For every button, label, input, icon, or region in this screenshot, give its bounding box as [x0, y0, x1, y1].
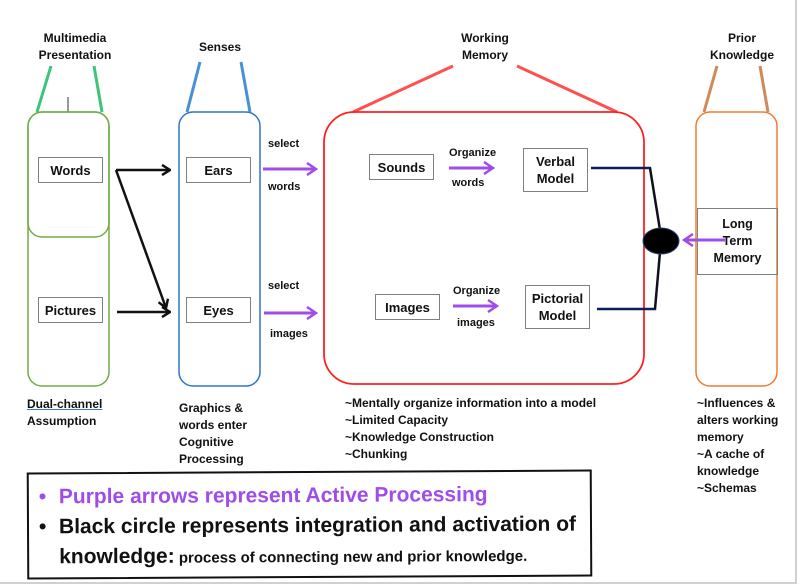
note-line: ~Influences & [697, 396, 776, 410]
note-line: ~Mentally organize information into a mo… [345, 396, 597, 410]
ears-box: Ears [186, 157, 251, 183]
senses-box [178, 111, 261, 387]
header-line: Prior [727, 31, 756, 45]
legend-item-active-processing: • Purple arrows represent Active Process… [39, 480, 590, 513]
box-line: Pictorial [531, 291, 584, 306]
wm-tent-left [352, 64, 454, 114]
note-senses: Graphics & words enter Cognitive Process… [179, 400, 247, 468]
header-line: Memory [461, 48, 508, 62]
note-line: ~Schemas [697, 481, 757, 495]
bullet-icon: • [38, 485, 47, 509]
senses-container [178, 61, 261, 387]
label-organize-words-top: Organize [449, 147, 497, 159]
words-box: Words [38, 157, 103, 183]
note-line: ~A cache of [697, 447, 765, 461]
wm-box [323, 111, 645, 385]
note-line: ~Chunking [345, 447, 408, 461]
arrow-words-to-eyes [114, 169, 166, 308]
sounds-box: Sounds [369, 154, 434, 180]
pictorial-model-connector [597, 251, 662, 311]
images-box: Images [375, 294, 440, 320]
black-arrows [114, 169, 170, 312]
header-prior-knowledge: Prior Knowledge [702, 30, 782, 64]
note-line: Assumption [27, 414, 97, 428]
label-select-images-bottom: images [270, 328, 308, 340]
legend-text: Purple arrows represent Active Processin… [58, 483, 488, 509]
note-working-memory: ~Mentally organize information into a mo… [345, 395, 596, 463]
senses-tent-right [239, 61, 252, 113]
working-memory-container [323, 64, 645, 385]
header-line: Knowledge [709, 48, 774, 62]
legend-box: • Purple arrows represent Active Process… [26, 469, 593, 580]
box-line: Verbal [535, 154, 576, 169]
header-senses: Senses [198, 40, 242, 54]
header-line: Working [461, 31, 509, 45]
presentation-tent-left [35, 65, 53, 113]
eyes-box: Eyes [186, 297, 251, 323]
header-working-memory: Working Memory [455, 30, 515, 64]
integration [591, 166, 680, 311]
legend-subtext: process of connecting new and prior know… [174, 547, 528, 567]
label-organize-images-bottom: images [457, 317, 495, 329]
box-line: Long [722, 217, 753, 231]
purple-arrows [263, 168, 725, 313]
note-line: Graphics & [179, 401, 244, 415]
presentation-box [27, 111, 110, 387]
note-line: words enter [179, 418, 248, 432]
label-select-images-top: select [268, 280, 300, 292]
pk-tent-right [758, 65, 770, 113]
label-select-words-bottom: words [268, 181, 301, 193]
long-term-memory-box: Long Term Memory [697, 208, 778, 275]
legend-text: Black circle represents integration and … [58, 512, 577, 539]
note-line: ~Knowledge Construction [345, 430, 495, 444]
label-organize-images-top: Organize [453, 285, 501, 297]
legend-item-integration-cont: knowledge: process of connecting new and… [59, 540, 590, 575]
box-line: Model [538, 308, 577, 323]
note-line: alters working [697, 413, 779, 427]
senses-tent-left [185, 61, 202, 113]
legend-list: • Purple arrows represent Active Process… [29, 472, 591, 575]
note-line: Processing [179, 452, 244, 466]
header-line: Multimedia [43, 31, 107, 45]
verbal-model-box: Verbal Model [523, 148, 588, 192]
bullet-icon: • [38, 515, 47, 539]
integration-circle [642, 227, 680, 255]
presentation-container [27, 65, 110, 387]
label-organize-words-bottom: words [452, 177, 485, 189]
header-multimedia-presentation: Multimedia Presentation [30, 30, 120, 64]
verbal-model-connector [591, 166, 662, 231]
box-line: Model [536, 171, 575, 186]
pk-tent-left [702, 65, 719, 113]
legend-text: knowledge: [59, 544, 175, 569]
header-line: Presentation [38, 48, 112, 62]
note-line: Cognitive [179, 435, 234, 449]
legend-item-integration: • Black circle represents integration an… [39, 510, 590, 543]
label-select-words-top: select [268, 138, 300, 150]
wm-tent-right [516, 64, 618, 114]
box-line: Memory [713, 251, 762, 265]
note-line: knowledge [697, 464, 760, 478]
note-line: memory [697, 430, 744, 444]
pictures-box: Pictures [38, 297, 103, 323]
presentation-tent-right [92, 65, 104, 113]
box-line: Term [722, 234, 753, 248]
note-line: Dual-channel [27, 397, 103, 411]
note-presentation: Dual-channel Assumption [27, 396, 102, 430]
note-prior-knowledge: ~Influences & alters working memory ~A c… [697, 395, 778, 497]
note-line: ~Limited Capacity [345, 413, 449, 427]
pictorial-model-box: Pictorial Model [525, 285, 590, 329]
